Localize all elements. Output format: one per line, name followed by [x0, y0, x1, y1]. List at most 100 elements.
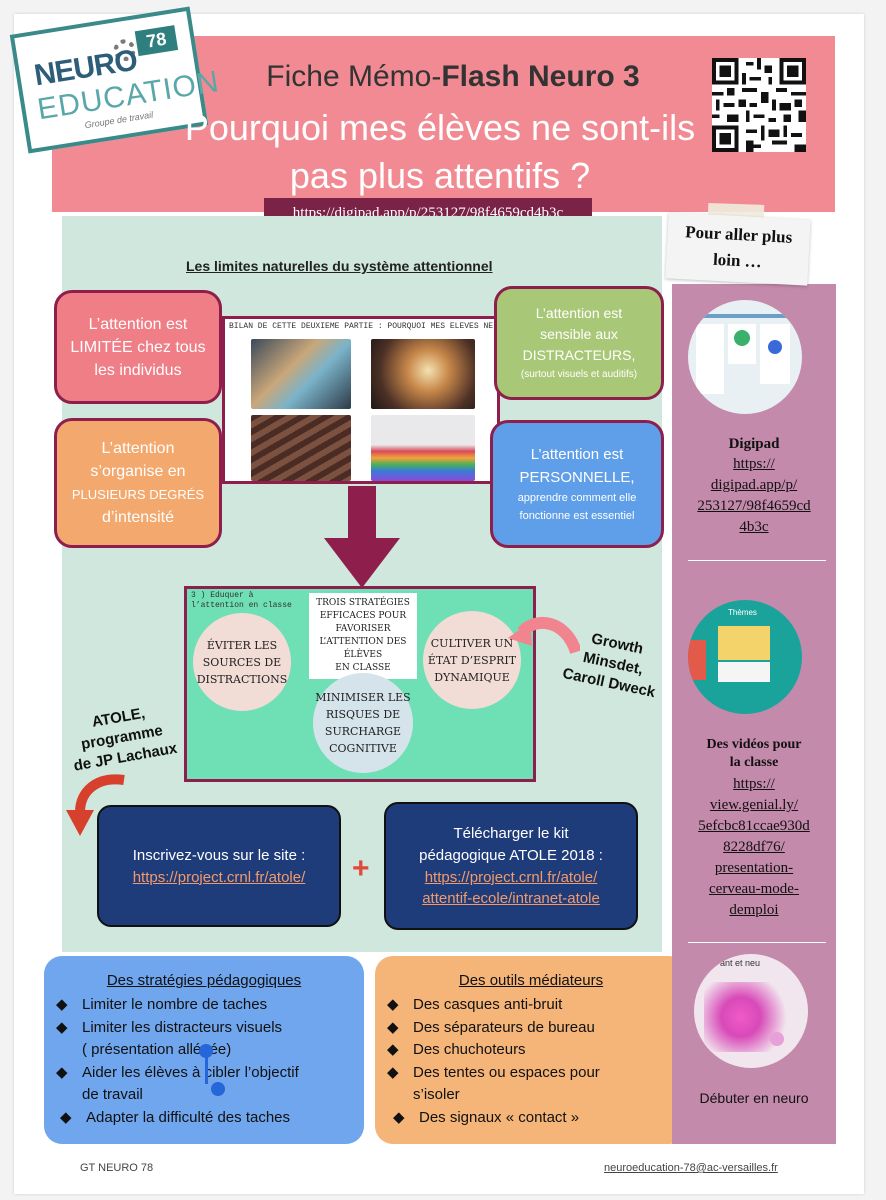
qr-code[interactable]	[712, 58, 806, 152]
center-text: EFFICACES POUR FAVORISER	[319, 611, 407, 634]
curved-arrow-icon	[508, 616, 580, 655]
videos-block: Des vidéos pour la classe https:// view.…	[672, 736, 836, 921]
list-item-text: Limiter le nombre de taches	[82, 996, 268, 1013]
card-text: apprendre comment elle	[517, 492, 637, 504]
mediating-tools-title: Des outils médiateurs	[458, 972, 604, 989]
list-item: ( présentation allégée)	[56, 1039, 299, 1062]
link-line: view.genial.ly/	[709, 797, 799, 813]
list-item: ◆ Limiter le nombre de taches	[56, 994, 299, 1017]
videos-title: la classe	[729, 755, 779, 770]
list-item: ◆Des casques anti-bruit	[387, 994, 600, 1017]
link-line: https://	[733, 456, 775, 472]
question-title: Pourquoi mes élèves ne sont-ils pas plus…	[160, 104, 720, 200]
card-text: fonctionne est essentiel	[519, 510, 635, 522]
link-line: cerveau-mode-	[709, 881, 799, 897]
card-text: (surtout visuels et auditifs)	[520, 368, 638, 380]
strategy-text: CULTIVER UN	[430, 636, 514, 650]
list-item-text: Des chuchoteurs	[413, 1041, 526, 1058]
text-selection-caret	[205, 1056, 208, 1084]
list-item: de travail	[56, 1084, 299, 1107]
strategies-diagram: 3 ) Eduquer à l’attention en classe TROI…	[184, 586, 536, 782]
card-text: les individus	[94, 361, 182, 379]
diamond-bullet-icon: ◆	[387, 1041, 399, 1058]
qr-code-icon	[712, 58, 806, 152]
card-text: L’attention est	[530, 446, 624, 463]
list-item-text: ( présentation allégée)	[82, 1041, 232, 1058]
diamond-bullet-icon: ◆	[56, 996, 68, 1013]
list-item-text: Des casques anti-bruit	[413, 996, 563, 1013]
card-attention-limited: L’attention est LIMITÉE chez tous les in…	[54, 290, 222, 404]
down-arrow-icon	[324, 486, 400, 588]
further-reading-note: Pour aller plus loin …	[665, 212, 811, 286]
list-item-text: Aider les élèves à cibler l’objectif	[82, 1063, 299, 1081]
link-line: 5efcbc81ccae930d	[698, 818, 810, 834]
neuro-thumbnail[interactable]: ant et neu	[694, 954, 808, 1068]
card-attention-distractors: L’attention est sensible aux DISTRACTEUR…	[494, 286, 664, 400]
genially-thumbnail[interactable]: Thèmes	[688, 600, 802, 714]
list-item-text: Des signaux « contact »	[419, 1108, 580, 1126]
mediating-tools-list: ◆Des casques anti-bruit ◆Des séparateurs…	[387, 994, 600, 1129]
diamond-bullet-icon: ◆	[387, 1018, 399, 1036]
thumbnail-text: ant et neu	[720, 958, 761, 968]
videos-title: Des vidéos pour	[706, 737, 802, 752]
strategy-text: COGNITIVE	[329, 742, 397, 755]
list-item: ◆ Aider les élèves à cibler l’objectif	[56, 1062, 299, 1085]
title-prefix: Fiche Mémo-	[266, 60, 442, 93]
pedagogical-strategies-title: Des stratégies pédagogiques	[106, 972, 302, 989]
text-selection-handle-end[interactable]	[211, 1082, 225, 1096]
atole-kit-link[interactable]: https://project.crnl.fr/atole/	[424, 869, 598, 886]
list-item-text: de travail	[82, 1086, 143, 1103]
photo-staircase	[251, 415, 351, 481]
center-text: EN CLASSE	[335, 663, 391, 673]
atole-kit-link[interactable]: attentif-ecole/intranet-atole	[422, 890, 600, 907]
card-text: PERSONNELLE,	[519, 469, 635, 486]
divider	[688, 560, 826, 561]
limits-heading: Les limites naturelles du système attent…	[186, 258, 493, 274]
text-selection-handle-start[interactable]	[199, 1044, 213, 1058]
pedagogical-strategies-list: ◆ Limiter le nombre de taches ◆ Limiter le…	[56, 994, 299, 1129]
strategy-text: ÉVITER LES	[206, 638, 278, 652]
digipad-title: Digipad	[728, 436, 780, 452]
plus-sign: +	[352, 852, 370, 885]
center-text: L’ATTENTION DES ÉLÈVES	[319, 637, 407, 660]
strategy-text: MINIMISER LES	[315, 691, 411, 704]
diamond-bullet-icon: ◆	[387, 1063, 399, 1081]
link-line: digipad.app/p/	[710, 477, 798, 493]
kit-label: Télécharger le kit	[453, 825, 569, 842]
list-item: ◆ Des tentes ou espaces pour	[387, 1062, 600, 1085]
videos-link[interactable]: https:// view.genial.ly/ 5efcbc81ccae930…	[672, 774, 836, 921]
digipad-thumbnail[interactable]	[688, 300, 802, 414]
collage-caption: BILAN DE CETTE DEUXIEME PARTIE : POURQUO…	[229, 322, 493, 331]
photo-sunset-figure	[371, 339, 475, 409]
card-attention-personal: L’attention est PERSONNELLE, apprendre c…	[490, 420, 664, 548]
neuro-label[interactable]: Débuter en neuro	[699, 1090, 809, 1106]
card-text: sensible aux	[540, 325, 618, 342]
atole-signup-link[interactable]: https://project.crnl.fr/atole/	[132, 868, 306, 886]
center-text: TROIS STRATÉGIES	[316, 598, 410, 608]
list-item-text: Des tentes ou espaces pour	[413, 1063, 600, 1081]
strategies-caption: 3 ) Eduquer à l’attention en classe	[191, 591, 292, 610]
footer-email-link[interactable]: neuroeducation-78@ac-versailles.fr	[604, 1162, 778, 1174]
diamond-bullet-icon: ◆	[56, 1063, 68, 1081]
card-text: L’attention	[101, 440, 175, 457]
photo-collage: BILAN DE CETTE DEUXIEME PARTIE : POURQUO…	[222, 316, 500, 484]
thumbnail-text: Thèmes	[728, 608, 757, 617]
diamond-bullet-icon: ◆	[60, 1108, 72, 1126]
list-item: ◆ Des chuchoteurs	[387, 1039, 600, 1062]
photo-colored-paths	[371, 415, 475, 481]
strategy-text: SURCHARGE	[324, 725, 402, 738]
list-item: s’isoler	[387, 1084, 600, 1107]
diamond-bullet-icon: ◆	[393, 1108, 405, 1126]
link-line: demploi	[729, 902, 779, 918]
strategy-text: ÉTAT D’ESPRIT	[427, 653, 517, 667]
card-text: d’intensité	[101, 509, 175, 526]
mediating-tools-box: Des outils médiateurs ◆Des casques anti-…	[375, 956, 687, 1144]
page-title: Fiche Mémo-Flash Neuro 3	[218, 60, 688, 94]
strategies-center-label: TROIS STRATÉGIES EFFICACES POUR FAVORISE…	[309, 593, 417, 679]
atole-kit-box: Télécharger le kit pédagogique ATOLE 201…	[384, 802, 638, 930]
card-text: PLUSIEURS DEGRÉS	[71, 487, 205, 502]
digipad-link[interactable]: https:// digipad.app/p/ 253127/98f4659cd…	[672, 454, 836, 538]
